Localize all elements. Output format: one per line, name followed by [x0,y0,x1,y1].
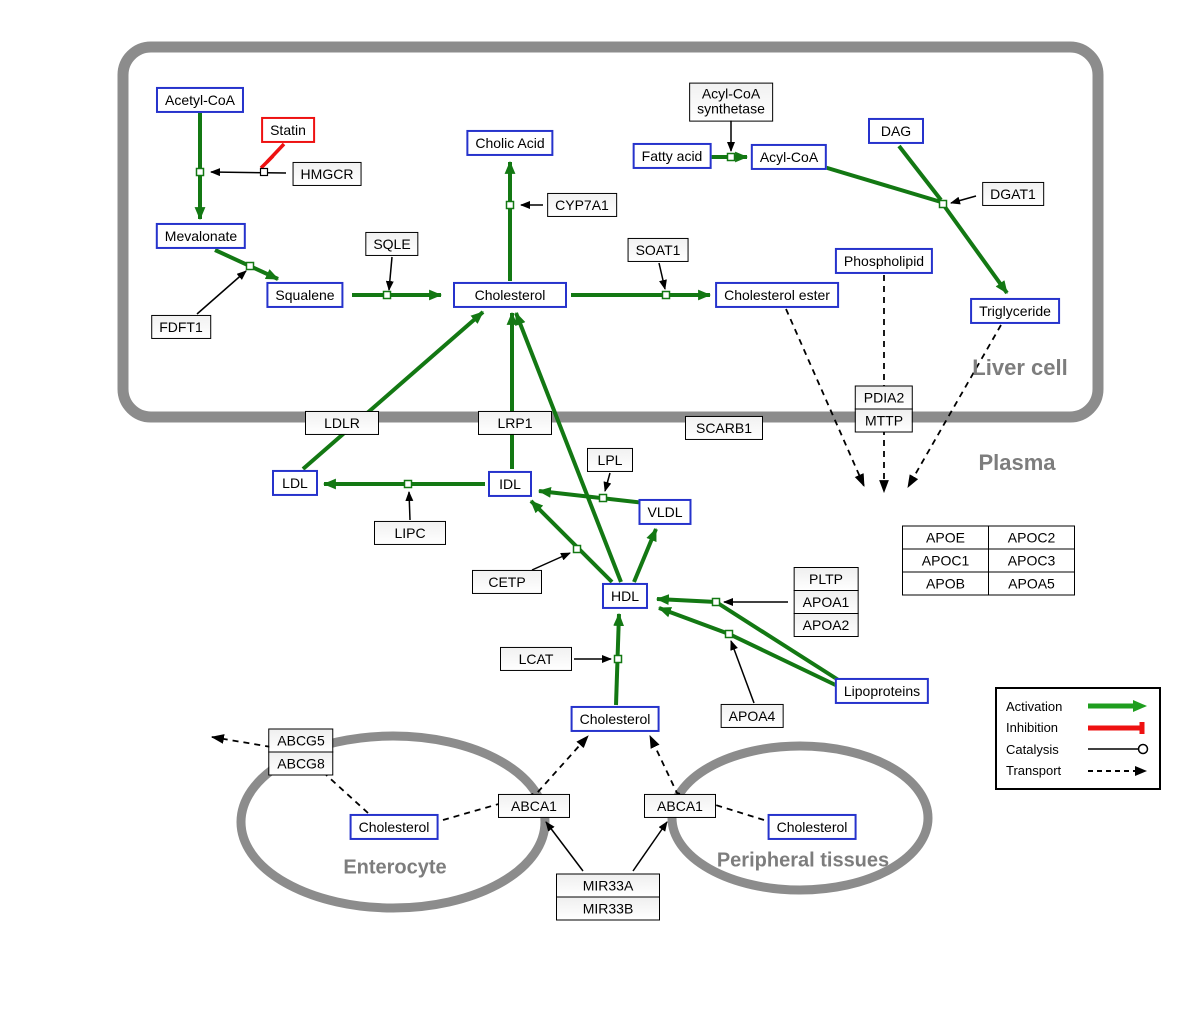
liver-cell-outline [117,41,1104,423]
node-phospholipid[interactable]: Phospholipid [834,247,934,275]
legend-activation: Activation [1006,696,1150,716]
hmgcr-anchor [259,167,269,177]
node-mevalonate[interactable]: Mevalonate [155,222,247,250]
node-lipoproteins[interactable]: Lipoproteins [834,677,930,705]
node-idl[interactable]: IDL [488,470,532,498]
node-triglyceride[interactable]: Triglyceride [970,297,1060,325]
node-ldlr[interactable]: LDLR [305,410,379,436]
node-apob[interactable]: APOB [902,571,989,596]
legend-transport-label: Transport [1006,763,1062,779]
legend-inhibition-label: Inhibition [1006,720,1059,736]
pltp-apoa-stack: PLTP APOA1 APOA2 [793,567,859,637]
node-fdft1[interactable]: FDFT1 [151,314,211,340]
inhibition-edge [259,142,286,170]
node-mttp[interactable]: MTTP [854,408,914,433]
reaction-anchors [195,152,948,664]
node-apoe[interactable]: APOE [902,525,989,550]
legend-transport: Transport [1006,761,1150,781]
enterocyte-label: Enterocyte [343,856,447,879]
node-lpl[interactable]: LPL [587,447,633,473]
node-scarb1[interactable]: SCARB1 [685,415,763,441]
node-apoc1[interactable]: APOC1 [902,548,989,573]
node-acyl-coa-synthetase[interactable]: Acyl-CoA synthetase [689,82,773,122]
node-hdl[interactable]: HDL [601,582,649,610]
node-cholesterol-liver[interactable]: Cholesterol [453,281,567,309]
abcg-stack: ABCG5 ABCG8 [268,728,334,776]
node-squalene[interactable]: Squalene [266,281,344,309]
node-dag[interactable]: DAG [868,117,924,145]
node-pdia2[interactable]: PDIA2 [854,385,914,410]
node-apoa1[interactable]: APOA1 [793,590,859,614]
activation-symbol-icon [1088,700,1147,712]
node-cyp7a1[interactable]: CYP7A1 [547,192,617,218]
acyl-coa-synthetase-line2: synthetase [697,101,765,117]
node-cetp[interactable]: CETP [472,569,542,595]
node-hmgcr[interactable]: HMGCR [292,161,362,187]
node-lrp1[interactable]: LRP1 [478,410,552,436]
catalysis-edges [196,119,977,872]
plasma-label: Plasma [978,450,1056,475]
node-cholesterol-ester[interactable]: Cholesterol ester [715,281,839,309]
legend-catalysis: Catalysis [1006,739,1150,759]
node-abca1-enterocyte[interactable]: ABCA1 [498,793,570,819]
node-lcat[interactable]: LCAT [500,646,572,672]
node-pltp[interactable]: PLTP [793,567,859,591]
node-cholesterol-enterocyte[interactable]: Cholesterol [349,813,439,841]
node-mir33a[interactable]: MIR33A [556,873,660,898]
node-cholesterol-peripheral[interactable]: Cholesterol [767,813,857,841]
node-abcg5[interactable]: ABCG5 [268,728,334,753]
acyl-coa-synthetase-line1: Acyl-CoA [701,85,761,102]
node-mir33b[interactable]: MIR33B [556,896,660,921]
node-apoa2[interactable]: APOA2 [793,613,859,637]
mir33-stack: MIR33A MIR33B [556,873,660,921]
node-apoc3[interactable]: APOC3 [988,548,1075,573]
node-ldl[interactable]: LDL [272,469,318,497]
inhibition-symbol-icon [1088,721,1145,734]
apolipoprotein-table: APOE APOC2 APOC1 APOC3 APOB APOA5 [902,525,1075,596]
peripheral-tissues-label: Peripheral tissues [716,849,890,872]
node-apoa5[interactable]: APOA5 [988,571,1075,596]
node-fatty-acid[interactable]: Fatty acid [632,142,712,170]
node-acetyl-coa[interactable]: Acetyl-CoA [155,86,245,114]
node-abca1-peripheral[interactable]: ABCA1 [644,793,716,819]
node-vldl[interactable]: VLDL [638,498,692,526]
activation-edges [194,113,1009,706]
node-dgat1[interactable]: DGAT1 [982,181,1044,207]
pdia2-mttp-stack: PDIA2 MTTP [854,385,914,433]
node-cholic-acid[interactable]: Cholic Acid [466,129,554,157]
enterocyte-outline [236,731,550,913]
node-apoa4[interactable]: APOA4 [720,703,784,729]
legend: Activation Inhibition Catalysis Transpor… [995,687,1161,790]
liver-cell-label: Liver cell [972,355,1068,380]
legend-activation-label: Activation [1006,698,1063,714]
node-lipc[interactable]: LIPC [374,520,446,546]
node-abcg8[interactable]: ABCG8 [268,751,334,776]
node-statin[interactable]: Statin [261,116,315,144]
node-sqle[interactable]: SQLE [365,231,419,257]
transport-symbol-icon [1088,765,1147,776]
node-cholesterol-plasma[interactable]: Cholesterol [570,705,660,733]
catalysis-symbol-icon [1088,744,1149,755]
legend-inhibition: Inhibition [1006,718,1150,738]
node-acyl-coa[interactable]: Acyl-CoA [750,143,828,171]
node-soat1[interactable]: SOAT1 [627,237,689,263]
legend-catalysis-label: Catalysis [1006,741,1059,757]
node-apoc2[interactable]: APOC2 [988,525,1075,550]
